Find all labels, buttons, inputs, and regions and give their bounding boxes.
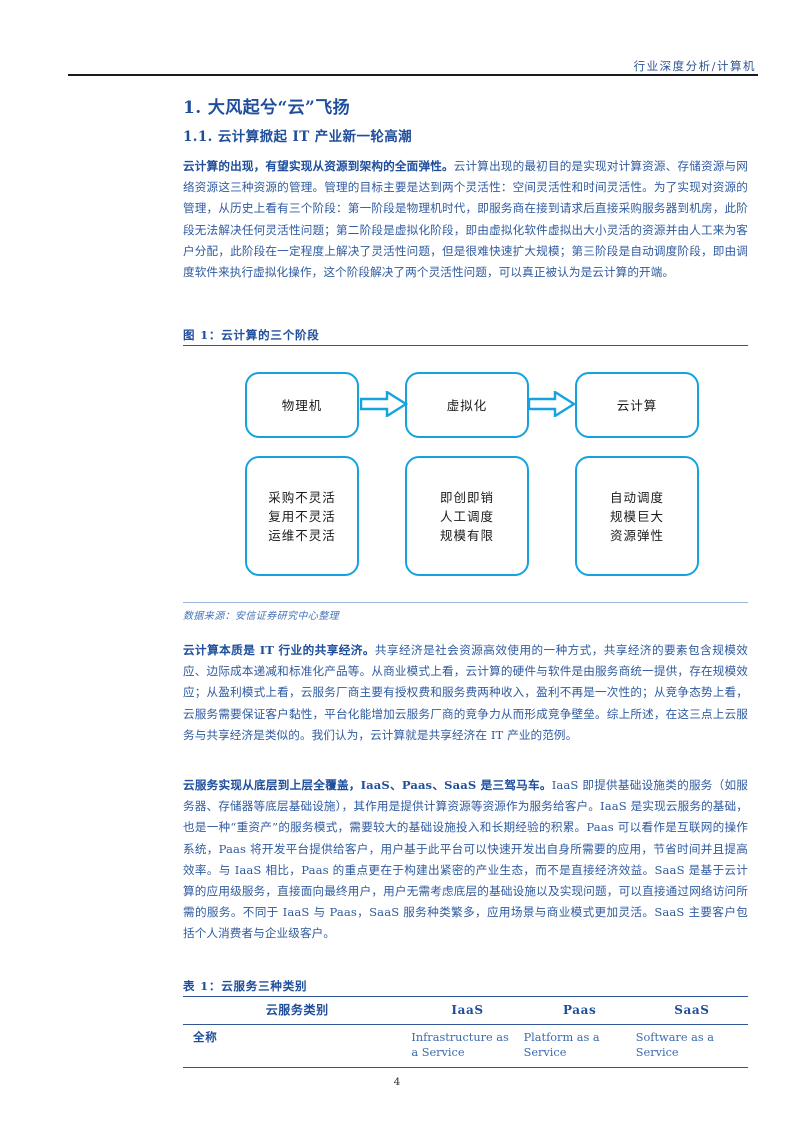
stage-box-1-title: 物理机 xyxy=(245,372,359,438)
table-1: 云服务类别 IaaS Paas SaaS 全称 Infrastructure a… xyxy=(183,996,748,1068)
paragraph-3-lead: 云服务实现从底层到上层全覆盖，IaaS、Paas、SaaS 是三驾马车。 xyxy=(183,778,552,792)
figure-1-caption: 图 1：云计算的三个阶段 xyxy=(183,328,320,342)
table-1-head: 云服务类别 IaaS Paas SaaS xyxy=(183,996,748,1025)
paragraph-1: 云计算的出现，有望实现从资源到架构的全面弹性。云计算出现的最初目的是实现对计算资… xyxy=(183,156,748,283)
section-heading-1: 1. 大风起兮“云”飞扬 xyxy=(183,98,351,118)
table-header-cell-2: Paas xyxy=(562,1002,597,1017)
table-header-row: 云服务类别 IaaS Paas SaaS xyxy=(183,996,748,1025)
table-header-cell-0: 云服务类别 xyxy=(265,1003,329,1017)
paragraph-2: 云计算本质是 IT 行业的共享经济。共享经济是社会资源高效使用的一种方式，共享经… xyxy=(183,640,748,746)
stage-traits-2: 即创即销 人工调度 规模有限 xyxy=(405,456,529,576)
table-1-body: 全称 Infrastructure as a Service Platform … xyxy=(183,1025,748,1068)
table-cell-paas: Platform as a Service xyxy=(523,1031,600,1059)
table-header-cell-1: IaaS xyxy=(451,1002,484,1017)
paragraph-1-lead: 云计算的出现，有望实现从资源到架构的全面弹性。 xyxy=(183,159,454,173)
stage-box-2-title: 虚拟化 xyxy=(405,372,529,438)
figure-1-source-divider xyxy=(183,602,748,603)
paragraph-2-body: 共享经济是社会资源高效使用的一种方式，共享经济的要素包含规模效应、边际成本递减和… xyxy=(183,643,748,742)
table-header-cell-3: SaaS xyxy=(674,1002,710,1017)
paragraph-1-body: 云计算出现的最初目的是实现对计算资源、存储资源与网络资源这三种资源的管理。管理的… xyxy=(183,159,748,280)
table-row: 全称 Infrastructure as a Service Platform … xyxy=(183,1025,748,1068)
figure-1-diagram: 物理机 虚拟化 云计算 采购不灵活 复用不灵活 运维不灵活 即创即销 人工调度 … xyxy=(183,355,748,595)
header-divider xyxy=(68,74,758,76)
stage-traits-3: 自动调度 规模巨大 资源弹性 xyxy=(575,456,699,576)
breadcrumb: 行业深度分析/计算机 xyxy=(633,59,756,73)
table-cell-saas: Software as a Service xyxy=(635,1031,714,1059)
paragraph-3-body: IaaS 即提供基础设施类的服务（如服务器、存储器等底层基础设施），其作用是提供… xyxy=(183,778,749,941)
table-1-caption: 表 1：云服务三种类别 xyxy=(183,979,308,993)
table-row-label: 全称 xyxy=(193,1030,218,1044)
figure-1-source: 数据来源：安信证券研究中心整理 xyxy=(183,611,339,622)
stage-box-3-title: 云计算 xyxy=(575,372,699,438)
page-number: 4 xyxy=(393,1076,401,1088)
section-heading-1-1: 1.1. 云计算掀起 IT 产业新一轮高潮 xyxy=(183,129,413,145)
arrow-right-icon-2 xyxy=(528,391,576,417)
paragraph-2-lead: 云计算本质是 IT 行业的共享经济。 xyxy=(183,643,375,657)
figure-1-caption-divider xyxy=(183,345,748,347)
paragraph-3: 云服务实现从底层到上层全覆盖，IaaS、Paas、SaaS 是三驾马车。IaaS… xyxy=(183,775,748,945)
table-cell-iaas: Infrastructure as a Service xyxy=(411,1031,509,1059)
arrow-right-icon-1 xyxy=(360,391,408,417)
page-header: 行业深度分析/计算机 xyxy=(68,55,758,74)
stage-traits-1: 采购不灵活 复用不灵活 运维不灵活 xyxy=(245,456,359,576)
